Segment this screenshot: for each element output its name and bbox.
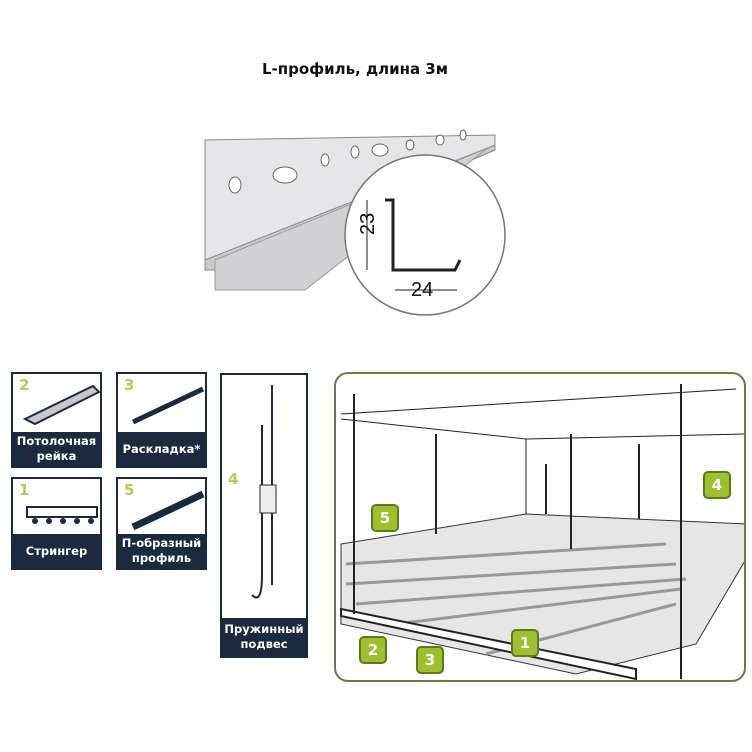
width-dimension: 24 [411, 279, 433, 301]
card-number: 1 [19, 481, 30, 499]
card-u-profile: 5 П-образный профиль [116, 477, 207, 570]
card-strip: 3 Раскладка* [116, 372, 207, 468]
l-profile-illustration: 23 24 [204, 129, 506, 316]
scene-badge-2: 2 [359, 636, 387, 664]
strip-icon [131, 386, 205, 425]
card-label: П-образный профиль [118, 534, 205, 568]
stringer-icon [26, 506, 98, 524]
card-spring-hanger: 4 Пружинный подвес [220, 373, 308, 658]
detail-circle [344, 154, 506, 316]
scene-badge-5: 5 [371, 504, 399, 532]
spring-hanger-icon [251, 385, 277, 599]
card-number: 5 [124, 481, 135, 499]
card-label: Потолочная рейка [13, 432, 100, 466]
card-ceiling-panel: 2 Потолочная рейка [11, 372, 102, 468]
card-label: Раскладка* [118, 432, 205, 466]
ceiling-installation-scene: 5 4 2 3 1 [334, 372, 746, 682]
u-profile-icon [131, 490, 205, 531]
page-title: L-профиль, длина 3м [262, 60, 448, 78]
ceiling-panel-icon [22, 384, 101, 426]
ceiling-scene-illustration [340, 384, 744, 680]
card-label: Пружинный подвес [222, 618, 306, 656]
card-stringer: 1 Стрингер [11, 477, 102, 570]
card-number: 4 [228, 470, 239, 488]
scene-badge-1: 1 [511, 629, 539, 657]
card-label: Стрингер [13, 534, 100, 568]
card-number: 2 [19, 376, 30, 394]
card-number: 3 [124, 376, 135, 394]
height-dimension: 23 [357, 213, 379, 235]
scene-badge-3: 3 [416, 646, 444, 674]
scene-badge-4: 4 [703, 471, 731, 499]
